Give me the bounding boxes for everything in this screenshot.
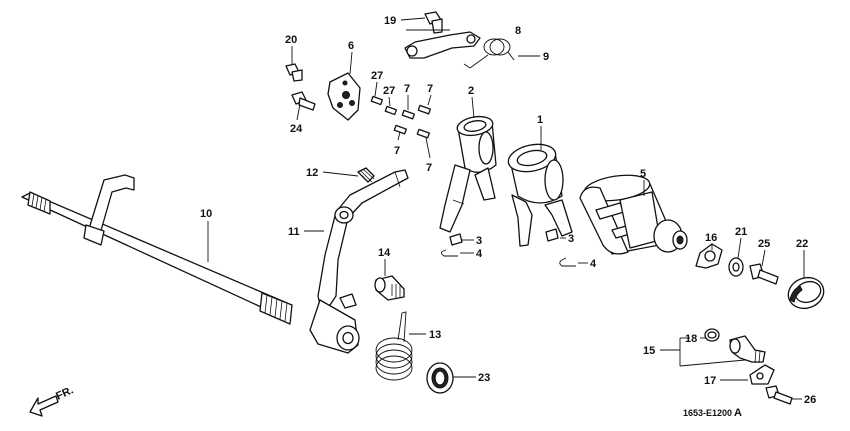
part-24-bolt (291, 91, 316, 111)
label-13: 13 (429, 329, 441, 341)
part-3-pin-a (449, 233, 463, 246)
label-11: 11 (288, 226, 300, 238)
label-10: 10 (200, 208, 212, 220)
label-2: 2 (468, 85, 474, 97)
label-22: 22 (796, 238, 808, 250)
part-7-pins (393, 104, 431, 139)
label-16: 16 (705, 232, 717, 244)
part-21-washer (728, 257, 744, 277)
label-27b: 27 (383, 85, 395, 97)
part-8-stopper-arm (404, 31, 481, 59)
label-12: 12 (306, 167, 318, 179)
part-2-shift-fork (439, 115, 497, 233)
label-21: 21 (735, 226, 747, 238)
label-19: 19 (384, 15, 396, 27)
label-25: 25 (758, 238, 770, 250)
diagram-code-group: 1653-E1200 A (683, 407, 742, 419)
label-17: 17 (704, 375, 716, 387)
part-11-shift-arm (309, 169, 409, 354)
part-14-pin (374, 275, 405, 301)
label-7c: 7 (394, 145, 400, 157)
label-24: 24 (290, 123, 303, 135)
label-18: 18 (685, 333, 697, 345)
part-5-shift-drum (579, 174, 688, 255)
part-25-bolt (749, 263, 779, 285)
front-arrow-icon (29, 395, 59, 417)
part-19-bolt (424, 11, 443, 34)
part-27-pins (370, 95, 398, 116)
label-27a: 27 (371, 70, 383, 82)
front-direction-indicator: FR. (29, 384, 75, 417)
label-5: 5 (640, 168, 646, 180)
label-6: 6 (348, 40, 354, 52)
part-18-o-ring (704, 328, 720, 342)
part-23-oil-seal (426, 362, 454, 394)
part-22-cap (787, 276, 825, 310)
part-1-shift-fork (507, 143, 573, 247)
label-7a: 7 (404, 83, 410, 95)
label-7b: 7 (427, 83, 433, 95)
label-4a: 4 (476, 248, 483, 260)
part-6-stopper-plate (327, 72, 361, 121)
part-16-drum-washer (695, 243, 723, 269)
label-1: 1 (537, 114, 543, 126)
part-10-shift-spindle (21, 174, 293, 325)
label-26: 26 (804, 394, 816, 406)
label-23: 23 (478, 372, 490, 384)
part-15-switch (729, 335, 766, 364)
label-3a: 3 (476, 235, 482, 247)
label-14: 14 (378, 247, 391, 259)
part-20-bolt (285, 63, 303, 82)
label-7d: 7 (426, 162, 432, 174)
part-17-plate (749, 364, 775, 385)
part-4-clip-b (559, 257, 576, 267)
part-26-bolt (765, 385, 793, 405)
part-3-pin-b (545, 228, 559, 242)
part-9-spring (463, 38, 515, 69)
label-15: 15 (643, 345, 655, 357)
diagram-code: 1653-E1200 (683, 408, 732, 418)
label-8: 8 (515, 25, 521, 37)
part-13-return-spring (375, 311, 413, 381)
front-direction-label: FR. (54, 384, 75, 402)
label-4b: 4 (590, 258, 597, 270)
part-4-clip-a (441, 249, 458, 257)
label-3b: 3 (568, 233, 574, 245)
part-labels: 1 2 3 3 4 4 5 6 7 7 7 7 8 9 10 11 12 13 … (200, 15, 816, 406)
part-12-spring (357, 167, 375, 183)
diagram-code-suffix: A (734, 407, 742, 419)
label-20: 20 (285, 34, 297, 46)
leader-lines (207, 17, 805, 400)
label-9: 9 (543, 51, 549, 63)
